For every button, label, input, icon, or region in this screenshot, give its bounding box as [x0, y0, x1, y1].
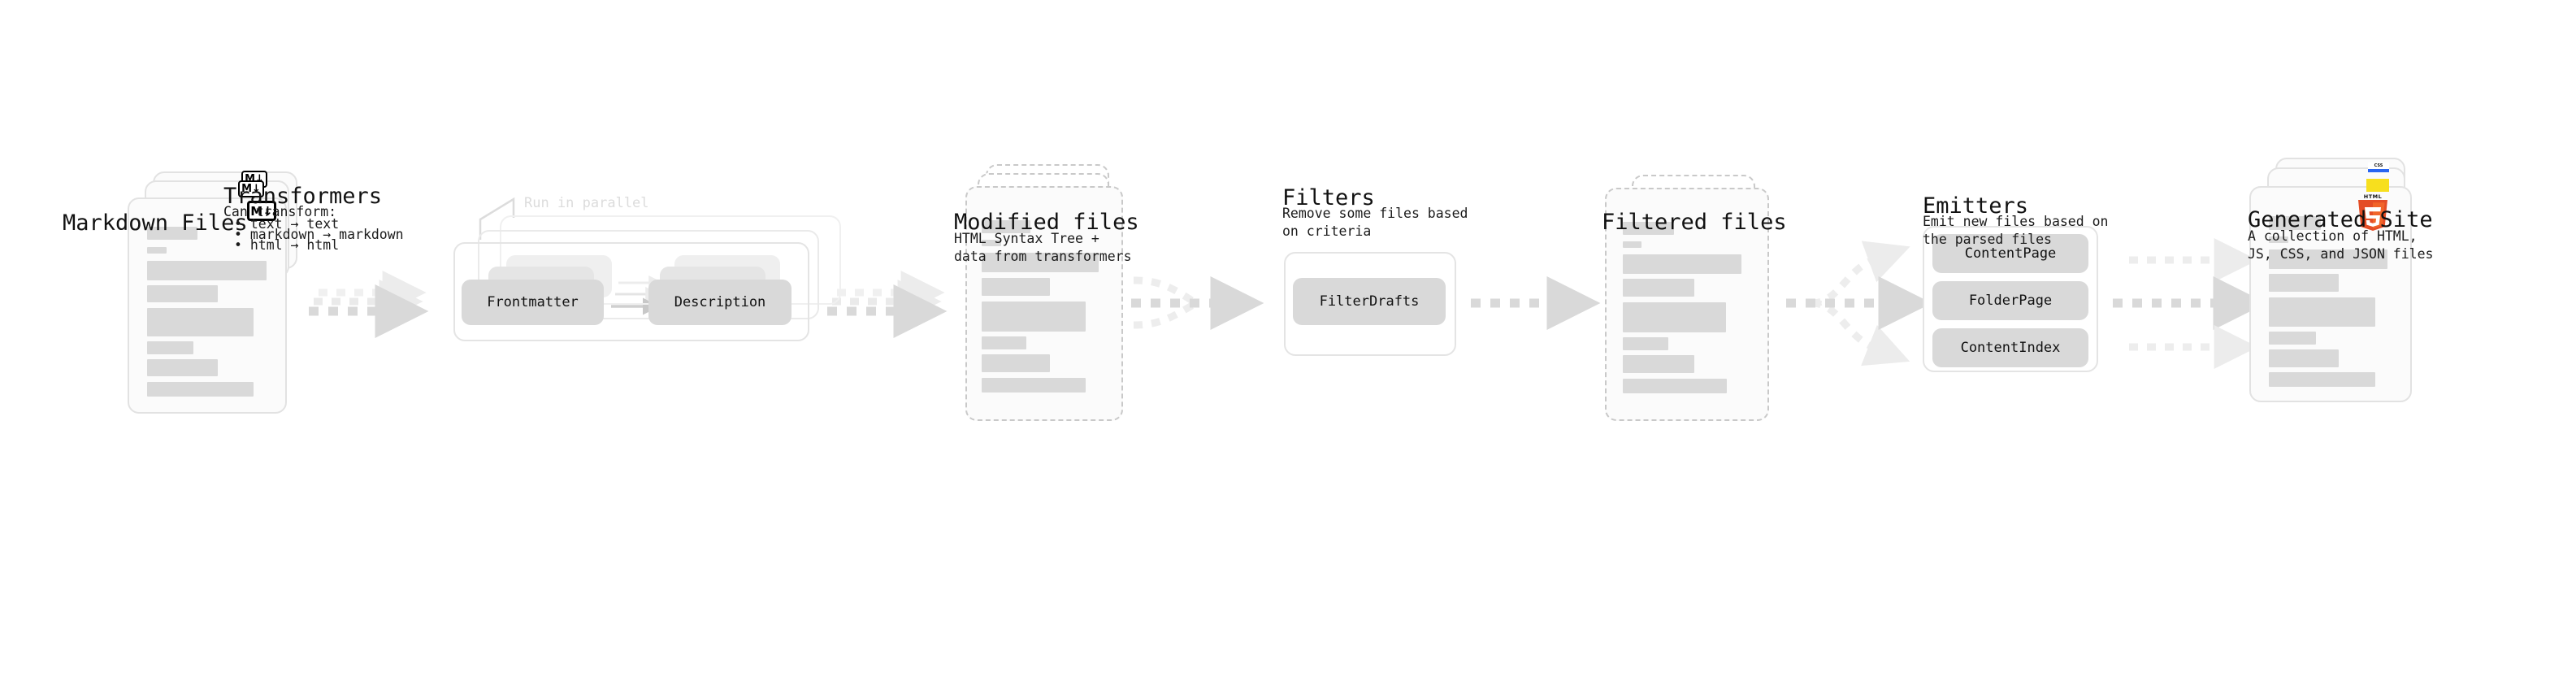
arrow-filtered-to-emitters — [1786, 241, 1932, 367]
emitter-node-folderpage[interactable]: FolderPage — [1932, 281, 2088, 320]
markdown-icon: M↓ — [238, 180, 264, 197]
doc-bar — [1623, 222, 1674, 235]
transformers-bullet-1: • markdown → markdown — [234, 227, 404, 242]
doc-bar — [2269, 274, 2339, 292]
filters-subtitle: Remove some files based on criteria — [1282, 206, 1468, 239]
markdown-card-front — [128, 197, 287, 414]
stage-title-modified-files: Modified files — [954, 210, 1139, 235]
js-icon — [2366, 179, 2389, 192]
doc-bar — [982, 378, 1086, 393]
doc-bar — [147, 227, 197, 240]
transformers-bullet-0: • text → text — [234, 216, 340, 232]
emitters-subtitle: Emit new files based on the parsed files — [1923, 214, 2109, 247]
transformer-node-frontmatter[interactable]: Frontmatter — [462, 280, 604, 325]
arrow-modified-to-filters — [1131, 276, 1264, 330]
doc-bar — [1623, 254, 1741, 274]
emitter-node-contentindex[interactable]: ContentIndex — [1932, 328, 2088, 367]
transformer-node-description[interactable]: Description — [648, 280, 791, 325]
doc-bar — [1623, 302, 1726, 332]
doc-bar — [1623, 241, 1641, 248]
arrow-markdown-to-transformers — [309, 271, 429, 338]
doc-bar — [147, 247, 167, 254]
doc-bar — [982, 278, 1050, 296]
stage-title-emitters: Emitters — [1923, 193, 2029, 219]
stage-title-generated-site: Generated Site — [2248, 207, 2433, 232]
doc-bar — [982, 220, 1030, 233]
doc-bar — [2269, 332, 2316, 345]
doc-bar — [2269, 236, 2288, 243]
doc-bar — [982, 253, 1099, 272]
transformers-subtitle: Can transform: — [223, 204, 337, 219]
modified-card-front — [965, 186, 1123, 421]
doc-bar — [147, 382, 254, 397]
doc-bar — [2269, 297, 2375, 327]
doc-bar — [1623, 337, 1668, 350]
html5-icon: HTML — [2356, 193, 2390, 232]
transformers-bullet-2: • html → html — [234, 237, 340, 253]
doc-bar — [2269, 349, 2339, 367]
doc-bar — [147, 359, 218, 376]
emitter-node-contentpage[interactable]: ContentPage — [1932, 234, 2088, 273]
doc-bar — [1623, 379, 1727, 393]
filter-node-filterdrafts[interactable]: FilterDrafts — [1293, 278, 1446, 325]
stage-title-markdown-files: Markdown Files — [63, 210, 248, 236]
doc-bar — [982, 336, 1026, 349]
doc-bar — [147, 285, 218, 302]
stage-title-transformers: Transformers — [223, 184, 383, 209]
generated-site-subtitle: A collection of HTML, JS, CSS, and JSON … — [2248, 228, 2434, 262]
doc-bar — [2269, 216, 2321, 230]
doc-bar — [2269, 249, 2387, 269]
markdown-icon: M↓ — [247, 201, 276, 221]
css-icon: CSS — [2368, 163, 2389, 174]
doc-bar — [982, 301, 1086, 332]
stage-title-filters: Filters — [1282, 185, 1375, 210]
doc-bar — [147, 261, 267, 280]
doc-bar — [982, 354, 1050, 372]
run-in-parallel-annotation: Run in parallel — [524, 195, 649, 211]
modified-files-subtitle: HTML Syntax Tree + data from transformer… — [954, 231, 1132, 264]
doc-bar — [147, 308, 254, 336]
stage-title-filtered-files: Filtered files — [1602, 210, 1787, 235]
doc-bar — [1623, 279, 1694, 297]
filtered-card-front — [1605, 188, 1769, 421]
doc-bar — [147, 341, 193, 354]
arrow-emitters-to-site — [2113, 238, 2267, 369]
doc-bar — [982, 240, 1001, 246]
transformer-group-front — [453, 242, 809, 341]
doc-bar — [2269, 372, 2375, 387]
site-card-front — [2249, 186, 2412, 402]
doc-bar — [1623, 355, 1694, 373]
